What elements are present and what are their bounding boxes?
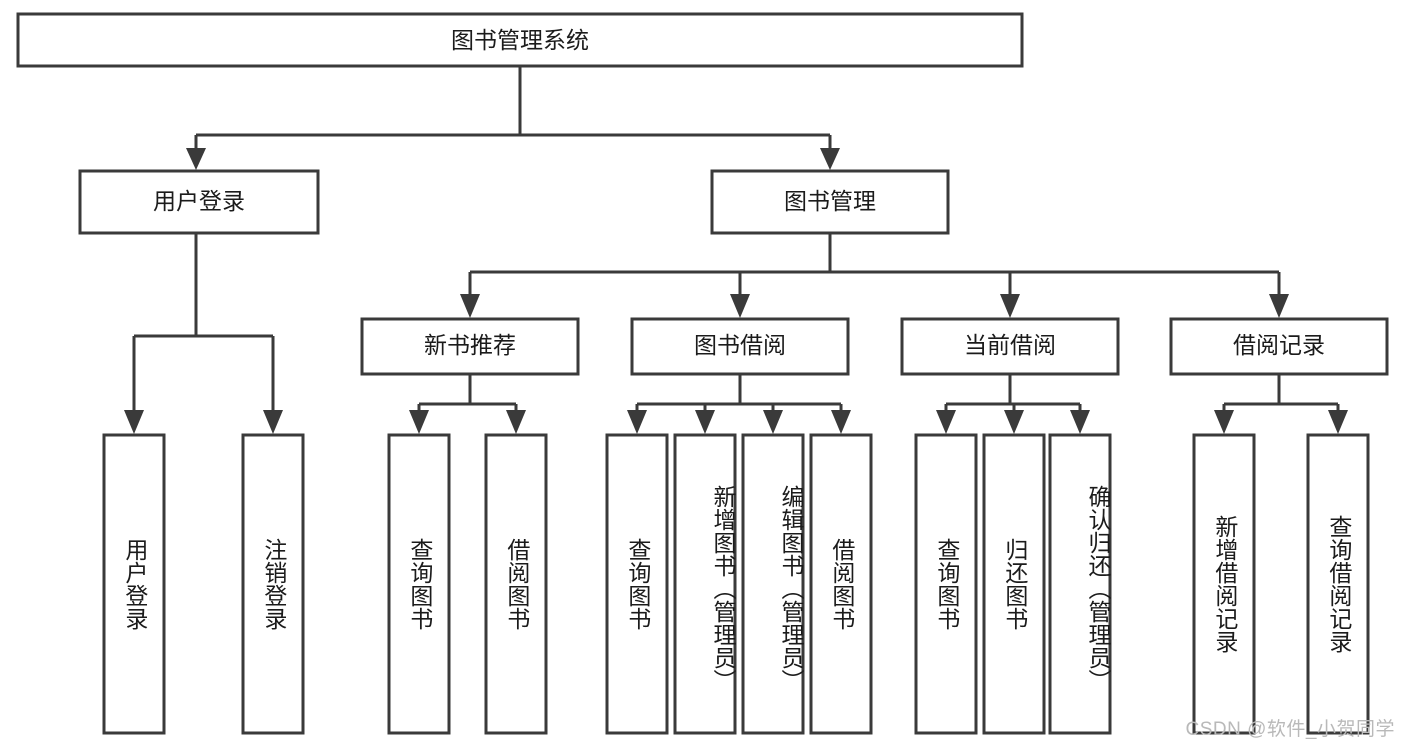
watermark-text: CSDN @软件_小贺同学 [1185, 719, 1395, 740]
arrow-root-to-book-manage [820, 148, 840, 170]
node-book-borrow[interactable]: 图书借阅 [630, 317, 850, 376]
borrow-record-box[interactable] [1169, 317, 1389, 376]
arrow-current-borrow-leaf-1 [936, 410, 956, 434]
arrow-book-borrow-leaf-4 [831, 410, 851, 434]
leaf-box-borrow-record-1[interactable] [1192, 433, 1256, 735]
leaf-box-book-borrow-3[interactable] [741, 433, 805, 735]
node-current-borrow[interactable]: 当前借阅 [900, 317, 1120, 376]
arrow-book-manage-to-new-book [460, 294, 480, 318]
node-new-book-recommend[interactable]: 新书推荐 [360, 317, 580, 376]
leaf-box-book-borrow-4[interactable] [809, 433, 873, 735]
new-book-recommend-label: 新书推荐 [424, 332, 516, 358]
arrow-book-manage-to-book-borrow [730, 294, 750, 318]
new-book-recommend-box[interactable] [360, 317, 580, 376]
leaf-box-book-borrow-1[interactable] [605, 433, 669, 735]
leaf-box-current-borrow-2[interactable] [982, 433, 1046, 735]
user-login-label: 用户登录 [153, 188, 245, 214]
leaf-box-book-borrow-2[interactable] [673, 433, 737, 735]
leaf-box-user-login-1[interactable] [102, 433, 166, 735]
leaf-box-borrow-record-2[interactable] [1306, 433, 1370, 735]
edges-layer [124, 66, 1348, 434]
root-box[interactable] [16, 12, 1024, 68]
arrow-borrow-record-leaf-2 [1328, 410, 1348, 434]
arrow-book-borrow-leaf-2 [695, 410, 715, 434]
arrow-root-to-user-login [186, 148, 206, 170]
book-manage-box[interactable] [710, 169, 950, 235]
user-login-box[interactable] [78, 169, 320, 235]
node-borrow-record[interactable]: 借阅记录 [1169, 317, 1389, 376]
leaf-box-current-borrow-3[interactable] [1048, 433, 1112, 735]
current-borrow-label: 当前借阅 [964, 332, 1056, 358]
arrow-user-login-leaf-2 [263, 410, 283, 434]
root-label: 图书管理系统 [451, 27, 589, 53]
arrow-current-borrow-leaf-3 [1070, 410, 1090, 434]
arrow-new-book-leaf-2 [506, 410, 526, 434]
node-root[interactable]: 图书管理系统 [16, 12, 1024, 68]
arrow-book-manage-to-current-borrow [1000, 294, 1020, 318]
arrow-new-book-leaf-1 [409, 410, 429, 434]
borrow-record-label: 借阅记录 [1233, 332, 1325, 358]
book-borrow-label: 图书借阅 [694, 332, 786, 358]
leaf-box-user-login-2[interactable] [241, 433, 305, 735]
arrow-current-borrow-leaf-2 [1004, 410, 1024, 434]
arrow-borrow-record-leaf-1 [1214, 410, 1234, 434]
node-book-manage[interactable]: 图书管理 [710, 169, 950, 235]
node-user-login[interactable]: 用户登录 [78, 169, 320, 235]
arrow-user-login-leaf-1 [124, 410, 144, 434]
leaf-box-new-book-1[interactable] [387, 433, 451, 735]
leaf-box-current-borrow-1[interactable] [914, 433, 978, 735]
leaf-box-new-book-2[interactable] [484, 433, 548, 735]
leaf-boxes-layer [102, 433, 1370, 735]
arrow-book-borrow-leaf-3 [763, 410, 783, 434]
book-borrow-box[interactable] [630, 317, 850, 376]
book-manage-label: 图书管理 [784, 188, 876, 214]
current-borrow-box[interactable] [900, 317, 1120, 376]
arrow-book-manage-to-borrow-record [1269, 294, 1289, 318]
arrow-book-borrow-leaf-1 [627, 410, 647, 434]
